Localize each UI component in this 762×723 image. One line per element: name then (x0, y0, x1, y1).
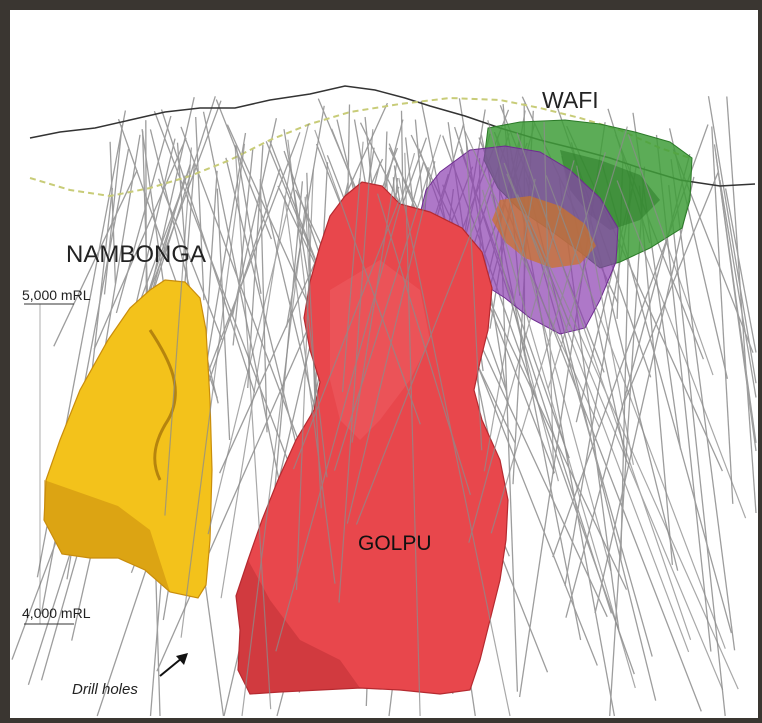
label-rl-upper: 5,000 mRL (22, 287, 91, 303)
label-nambonga: NAMBONGA (66, 241, 206, 268)
label-drill-holes: Drill holes (72, 681, 138, 698)
label-golpu: GOLPU (358, 532, 432, 555)
label-wafi: WAFI (542, 87, 599, 113)
label-rl-lower: 4,000 mRL (22, 605, 91, 621)
